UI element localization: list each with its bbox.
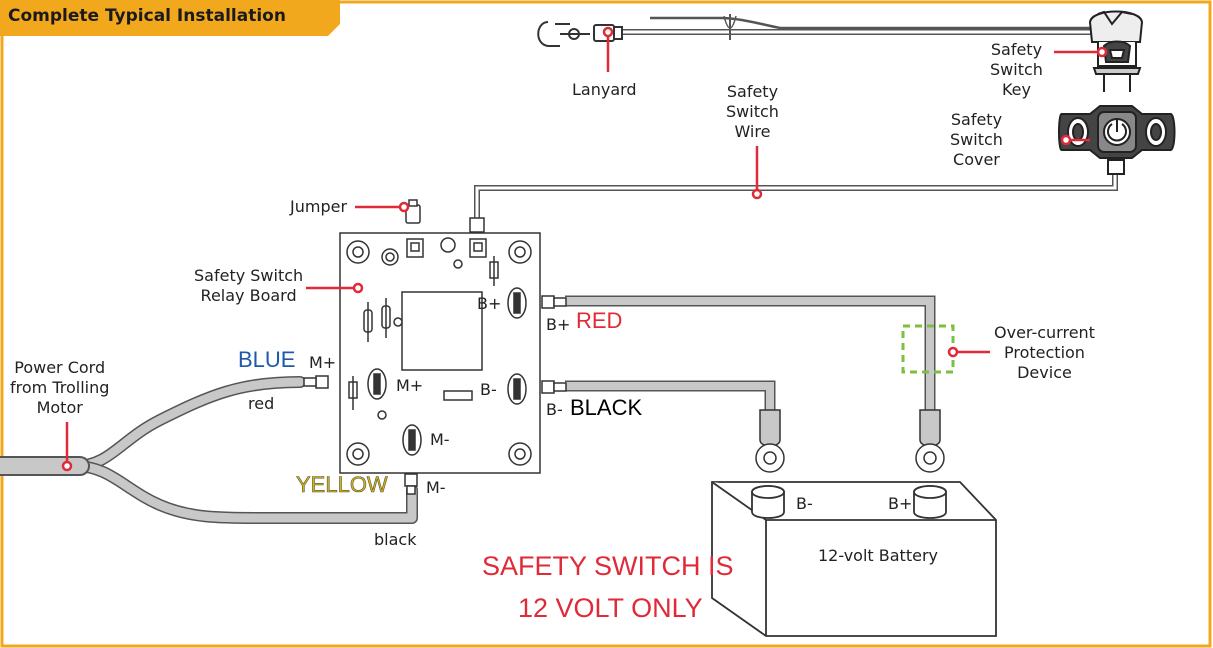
safety-switch-wire <box>474 172 1118 218</box>
annotation-red: RED <box>576 308 623 333</box>
board-label-bplus: B+ <box>477 294 502 313</box>
terminal-label-bminus: B- <box>546 400 563 419</box>
page-title: Complete Typical Installation <box>8 6 286 26</box>
label-power-cord: Power Cord from Trolling Motor <box>10 358 110 417</box>
jumper-icon <box>405 199 421 224</box>
battery-positive-wire <box>565 295 936 425</box>
title-tab-shape <box>0 0 340 36</box>
label-safety-switch-key: Safety Switch Key <box>990 40 1043 99</box>
callout-lines <box>65 32 1100 466</box>
warning-line-2: 12 VOLT ONLY <box>518 593 703 623</box>
battery-negative-wire <box>565 380 776 420</box>
label-battery: 12-volt Battery <box>818 546 938 565</box>
label-black-wire: black <box>374 530 417 549</box>
terminal-label-mplus: M+ <box>309 353 337 372</box>
lanyard-cord <box>620 14 1095 40</box>
label-safety-switch-wire: Safety Switch Wire <box>726 82 779 141</box>
label-ocpd: Over-current Protection Device <box>994 323 1095 382</box>
ring-terminal-icon <box>755 409 945 473</box>
board-mount-holes <box>346 240 532 466</box>
callout-dots <box>61 26 1108 472</box>
relay-board <box>339 232 541 474</box>
safety-cover-icon <box>1058 105 1176 175</box>
safety-key-icon <box>1088 10 1144 92</box>
label-lanyard: Lanyard <box>572 80 637 99</box>
label-battery-negative: B- <box>796 494 813 513</box>
label-safety-switch-cover: Safety Switch Cover <box>950 110 1003 169</box>
battery-icon <box>711 481 997 637</box>
label-battery-positive: B+ <box>888 494 913 513</box>
board-label-mminus: M- <box>430 430 450 449</box>
warning-line-1: SAFETY SWITCH IS <box>482 551 734 581</box>
title-tab: Complete Typical Installation <box>0 0 340 34</box>
annotation-blue: BLUE <box>238 347 296 372</box>
terminal-label-mminus: M- <box>426 478 446 497</box>
label-jumper: Jumper <box>290 197 348 216</box>
board-label-bminus: B- <box>480 380 497 399</box>
label-red-wire: red <box>248 394 275 413</box>
annotation-black: BLACK <box>570 395 643 420</box>
board-label-mplus: M+ <box>396 376 424 395</box>
board-connectors <box>303 217 567 495</box>
label-relay-board: Safety Switch Relay Board <box>194 266 304 305</box>
terminal-label-bplus: B+ <box>546 315 571 334</box>
annotation-yellow: YELLOW <box>296 472 388 498</box>
